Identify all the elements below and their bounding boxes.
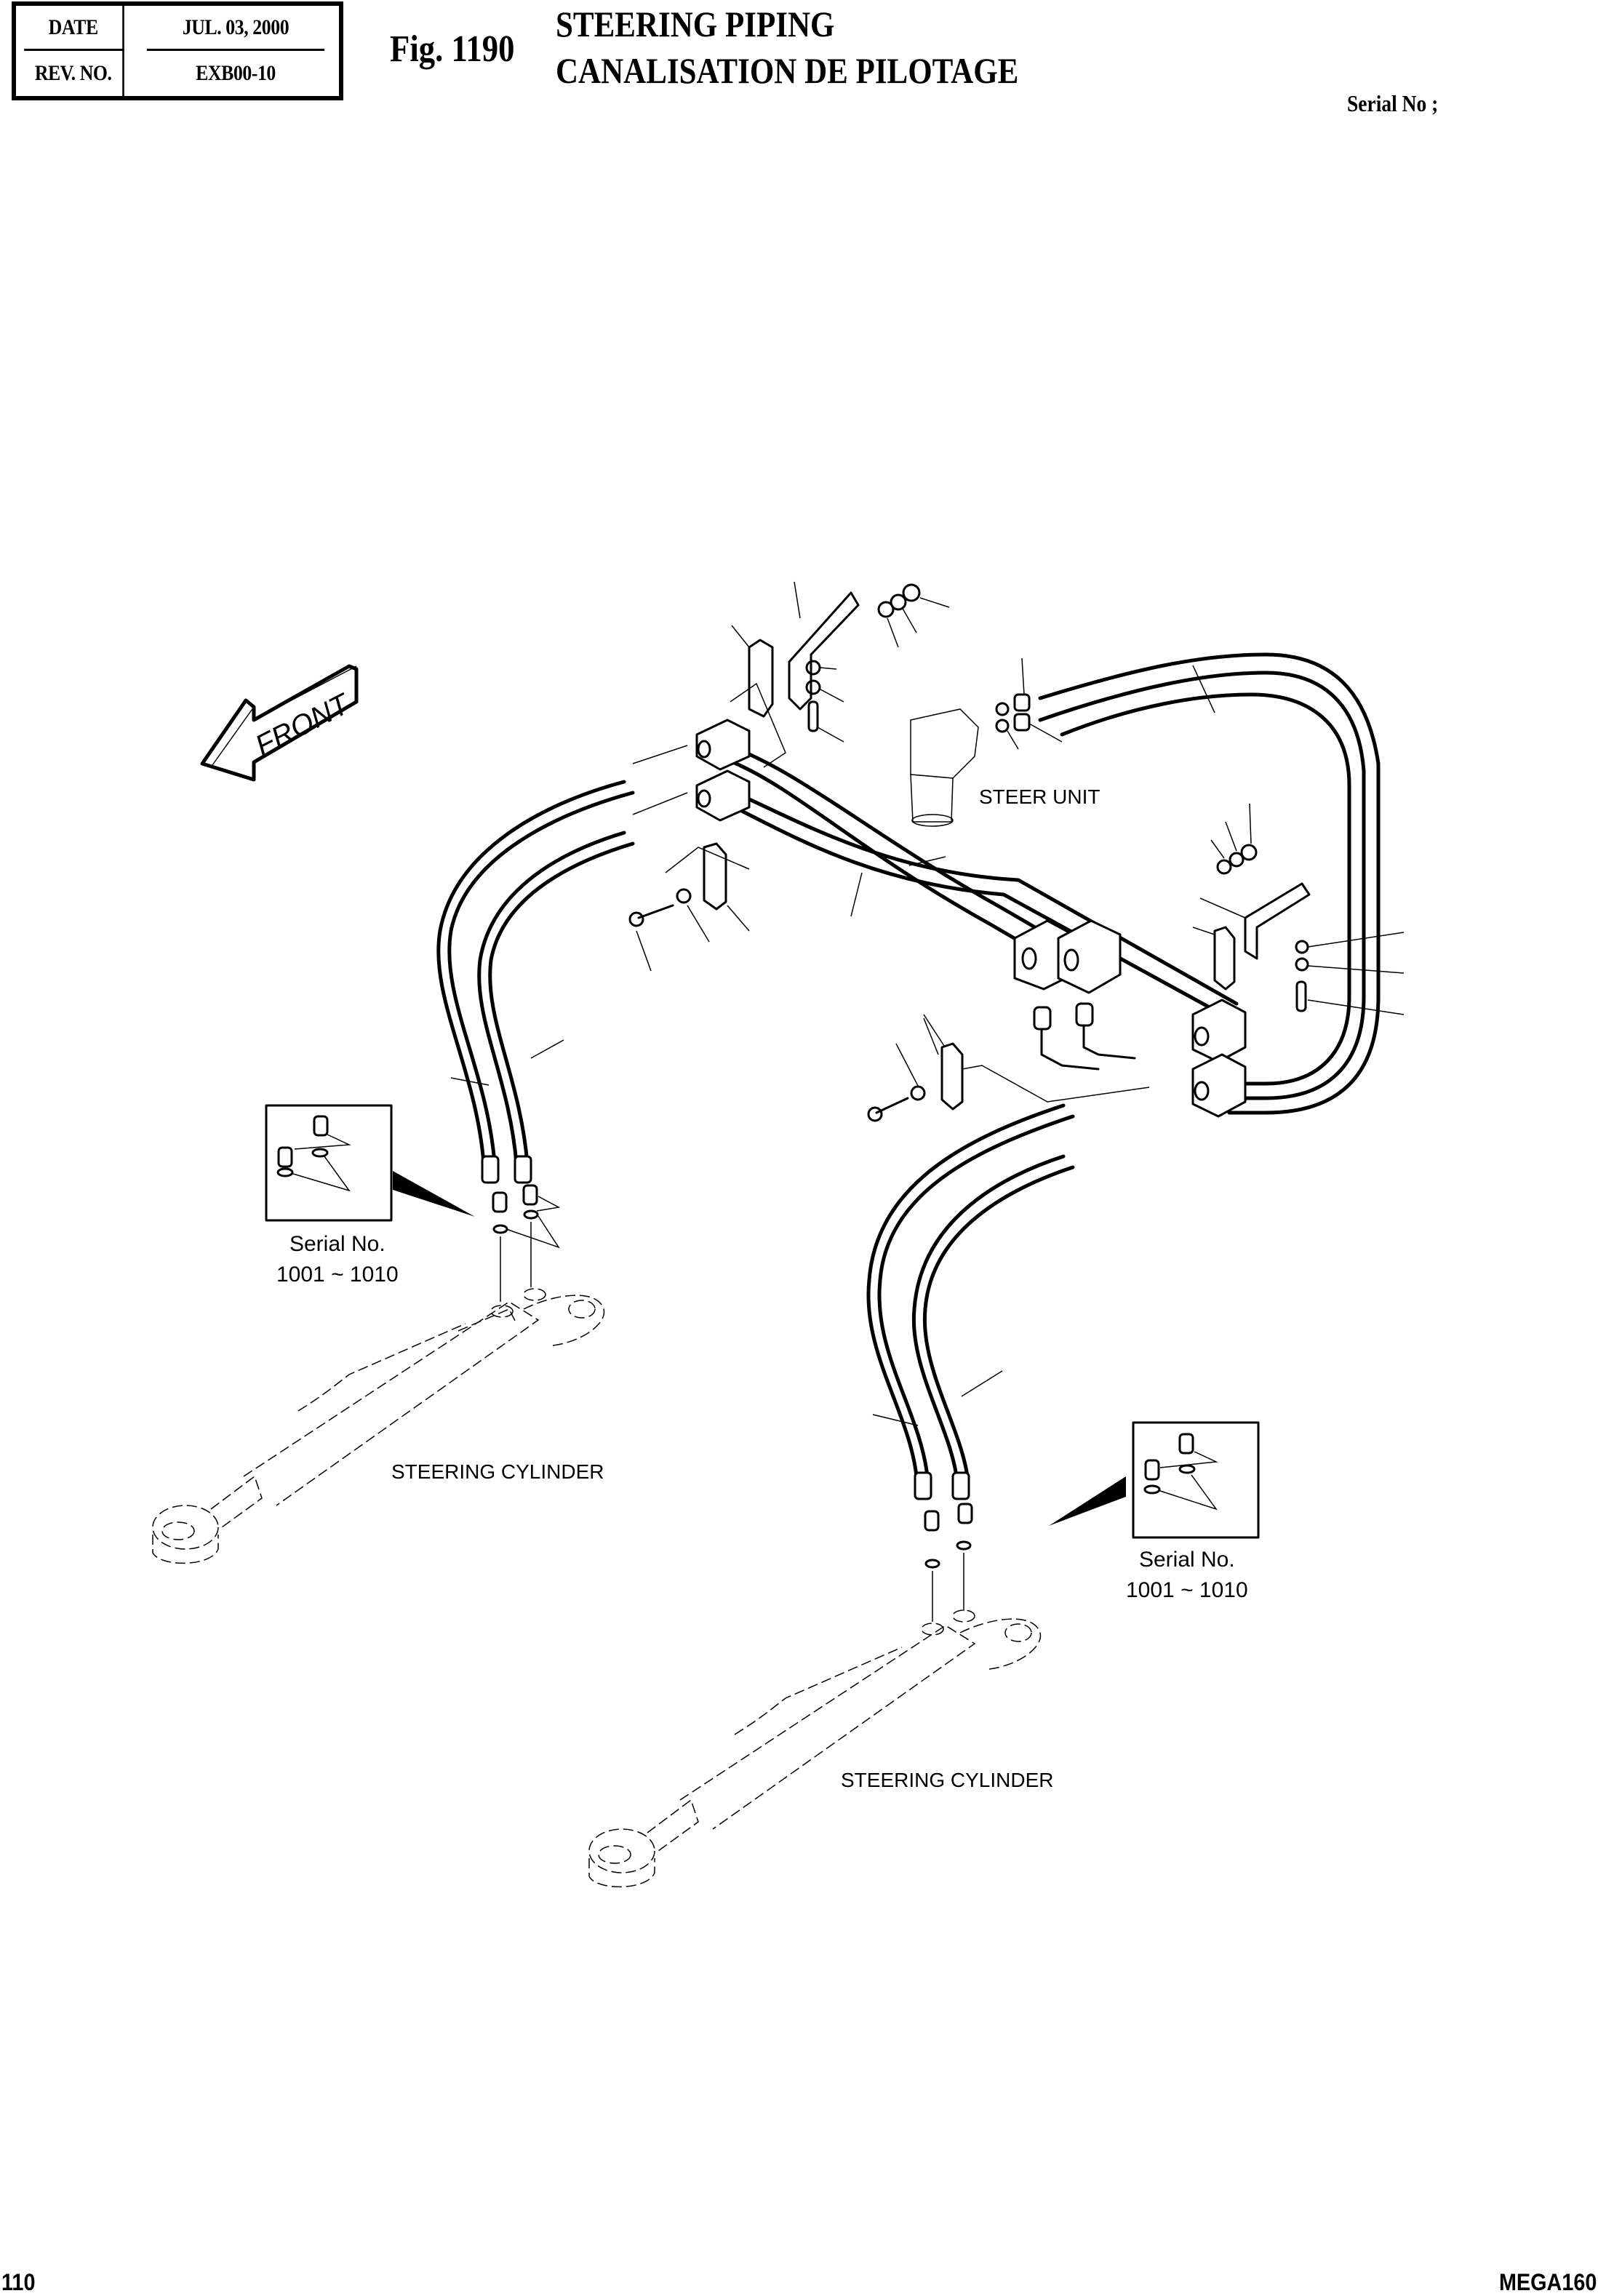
upper-clamp-bracket-group [730, 581, 950, 768]
lower-manifold-blocks [1191, 999, 1247, 1118]
right-hose-pair [866, 1103, 1075, 1622]
page-number: 110 [1, 2269, 36, 2295]
left-hose-pair [436, 780, 635, 1302]
rev-label: REV. NO. [24, 51, 124, 96]
steering-cylinder-label-2: STEERING CYLINDER [841, 1769, 1054, 1791]
front-arrow-icon: FRONT [200, 664, 359, 782]
detail-inset-2 [1049, 1421, 1260, 1539]
lower-clamp-group [867, 1014, 1150, 1122]
model-name: MEGA160 [1498, 2269, 1597, 2295]
inset-serial-caption-1: Serial No. 1001 ~ 1010 [276, 1229, 399, 1290]
steering-cylinder-1 [152, 1288, 605, 1564]
middle-clamp-group [628, 842, 750, 972]
steering-cylinder-label-1: STEERING CYLINDER [391, 1460, 604, 1483]
figure-number: Fig. 1190 [390, 28, 515, 70]
center-pipes [725, 743, 1239, 1020]
steer-unit-label: STEER UNIT [979, 785, 1100, 808]
upper-manifold-blocks [632, 719, 751, 822]
inset-serial-range-1: 1001 ~ 1010 [276, 1263, 399, 1287]
inset-serial-range-2: 1001 ~ 1010 [1126, 1578, 1248, 1602]
date-value: JUL. 03, 2000 [146, 6, 325, 51]
detail-inset-1 [265, 1104, 475, 1222]
steer-unit [910, 657, 1063, 827]
title-french: CANALISATION DE PILOTAGE [556, 50, 1019, 91]
date-label: DATE [24, 6, 124, 51]
return-hose-loop [1038, 652, 1381, 1115]
serial-number-label: Serial No ; [1347, 90, 1439, 116]
title-english: STEERING PIPING [556, 4, 835, 44]
inset-serial-label-1: Serial No. [289, 1232, 385, 1256]
center-manifold-blocks [923, 919, 1136, 1071]
inset-serial-caption-2: Serial No. 1001 ~ 1010 [1126, 1545, 1248, 1606]
revision-info-table: DATE JUL. 03, 2000 REV. NO. EXB00-10 [12, 1, 343, 100]
inset-serial-label-2: Serial No. [1138, 1548, 1235, 1572]
right-clamp-bracket-group [1192, 803, 1405, 1015]
steering-cylinder-2 [588, 1609, 1042, 1888]
rev-value: EXB00-10 [196, 61, 276, 85]
